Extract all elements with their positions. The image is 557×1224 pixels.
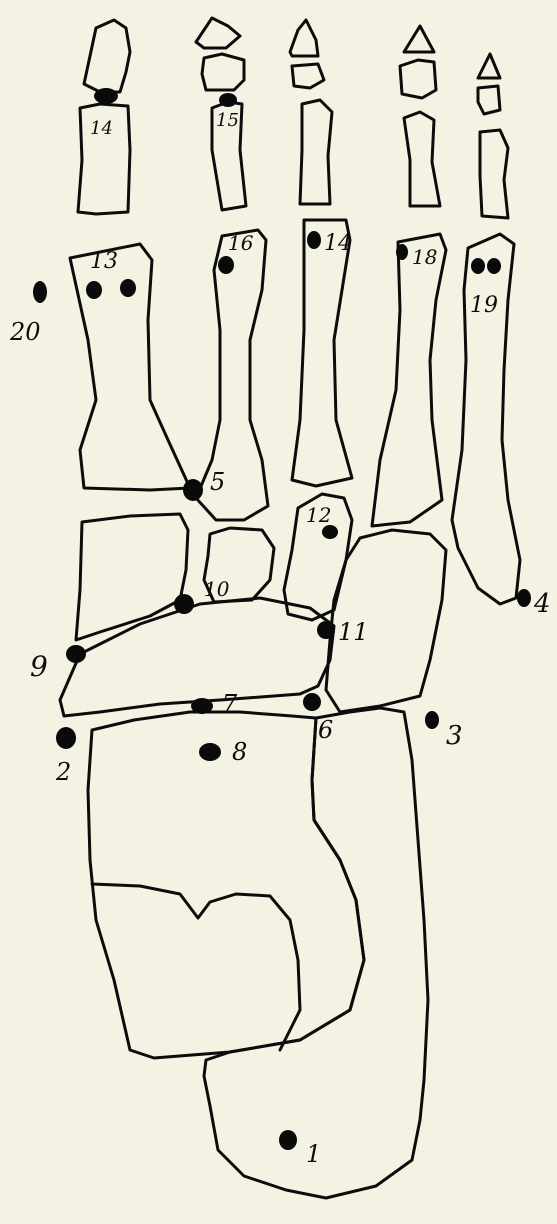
point-20-dot (33, 281, 47, 303)
label-7: 7 (222, 690, 238, 718)
metatarsals-group (70, 220, 520, 604)
point-11-dot (317, 621, 335, 639)
point-7-dot (191, 698, 213, 714)
toe-4-proximal-phalanx (404, 112, 440, 206)
label-11: 11 (338, 618, 369, 646)
point-16-dot (218, 256, 234, 274)
label-13: 13 (90, 249, 118, 274)
toe-3-proximal-phalanx (300, 100, 332, 204)
point-18-dot (396, 244, 408, 260)
toe-4-middle-phalanx (400, 60, 436, 98)
point-1-dot (279, 1130, 297, 1150)
toe-5-distal-phalanx (478, 54, 500, 78)
tarsals-group (60, 494, 446, 1198)
landmark-labels: 1 2 3 4 5 6 7 8 9 10 11 12 13 14 15 14 1… (9, 110, 551, 1168)
point-12-dot (322, 525, 338, 539)
point-4-dot (517, 589, 531, 607)
point-6-dot (303, 693, 321, 711)
label-14a: 14 (90, 118, 113, 139)
label-9: 9 (30, 650, 48, 683)
landmark-points (33, 88, 531, 1150)
point-19-dot-a (471, 258, 485, 274)
label-18: 18 (412, 245, 437, 269)
label-19: 19 (470, 293, 498, 318)
label-10: 10 (204, 577, 230, 601)
label-2: 2 (55, 758, 71, 786)
metatarsal-3 (292, 220, 352, 486)
toe-4-distal-phalanx (404, 26, 434, 52)
point-10-dot (174, 594, 194, 614)
calcaneus (204, 708, 428, 1198)
point-19-dot-b (487, 258, 501, 274)
metatarsal-4 (372, 234, 446, 526)
toe-3-distal-phalanx (290, 20, 318, 56)
label-8: 8 (232, 738, 247, 766)
point-2-dot (56, 727, 76, 749)
label-1: 1 (306, 1140, 321, 1168)
point-9-dot (66, 645, 86, 663)
label-3: 3 (446, 721, 463, 751)
point-13-dot-a (86, 281, 102, 299)
point-8-dot (199, 743, 221, 761)
toe-1-distal-phalanx (84, 20, 130, 92)
label-15: 15 (216, 110, 239, 131)
point-13-dot-b (120, 279, 136, 297)
point-5-dot (183, 479, 203, 501)
toe-3-middle-phalanx (292, 64, 324, 88)
toe-5-proximal-phalanx (480, 130, 508, 218)
toe-2-distal-phalanx (196, 18, 240, 48)
medial-cuneiform (76, 514, 188, 640)
phalanges-group (78, 18, 508, 218)
point-14b-dot (307, 231, 321, 249)
toe-2-middle-phalanx (202, 54, 244, 90)
label-14b: 14 (324, 231, 352, 256)
point-15-dot (219, 93, 237, 107)
metatarsal-5 (452, 234, 520, 604)
label-12: 12 (306, 503, 331, 527)
label-6: 6 (318, 716, 333, 744)
label-5: 5 (210, 468, 225, 496)
metatarsal-2 (196, 230, 268, 520)
label-20: 20 (9, 318, 41, 346)
point-14a-dot (94, 88, 118, 104)
point-3-dot (425, 711, 439, 729)
label-16: 16 (228, 231, 254, 255)
label-4: 4 (533, 589, 551, 619)
toe-5-middle-phalanx (478, 86, 500, 114)
